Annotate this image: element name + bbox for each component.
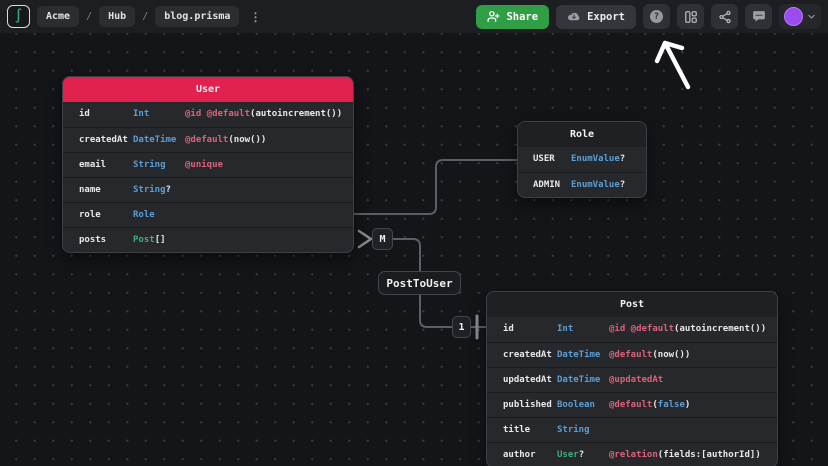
field-attributes: @id @default(autoincrement()) [609, 324, 767, 334]
graph-branch-button[interactable] [711, 4, 738, 29]
edge-user-role [354, 159, 517, 215]
avatar [784, 7, 803, 26]
field-row: createdAt DateTime @default(now()) [63, 127, 353, 152]
layout-view-button[interactable] [677, 4, 704, 29]
field-type: Boolean [557, 400, 595, 410]
field-attributes: @updatedAt [609, 375, 664, 385]
app-logo[interactable]: ∫ [7, 5, 30, 28]
field-type: User? [557, 450, 585, 460]
field-name: title [503, 425, 531, 435]
model-title: Role [518, 122, 646, 147]
export-button[interactable]: Export [556, 4, 636, 29]
account-menu-button[interactable] [779, 4, 821, 29]
field-row: title String [487, 417, 777, 442]
field-type: DateTime [133, 135, 177, 145]
breadcrumb-project[interactable]: Hub [99, 6, 136, 27]
field-name: createdAt [79, 135, 128, 145]
breadcrumb-org[interactable]: Acme [37, 6, 80, 27]
logo-glyph-icon: ∫ [14, 9, 23, 24]
field-name: USER [533, 154, 555, 164]
field-name: role [79, 210, 101, 220]
field-type: Int [557, 324, 574, 334]
field-row: updatedAt DateTime @updatedAt [487, 367, 777, 392]
share-network-icon [718, 10, 731, 23]
model-table-role[interactable]: Role USER EnumValue? ADMIN EnumValue? [517, 121, 647, 198]
field-type: Role [133, 210, 155, 220]
breadcrumb-separator: / [142, 11, 149, 22]
field-row: ADMIN EnumValue? [518, 172, 646, 197]
field-type: String [133, 160, 166, 170]
field-type: DateTime [557, 350, 601, 360]
help-button[interactable]: ? [643, 4, 670, 29]
field-type: Post[] [133, 235, 166, 245]
field-row: id Int @id @default(autoincrement()) [63, 102, 353, 127]
comments-button[interactable] [745, 4, 772, 29]
field-name: name [79, 185, 101, 195]
many-badge-label: M [379, 233, 386, 245]
field-attributes: @unique [185, 160, 223, 170]
breadcrumb-separator: / [86, 11, 93, 22]
cardinality-one-badge: 1 [452, 316, 471, 338]
field-row: createdAt DateTime @default(now()) [487, 342, 777, 367]
user-plus-icon [487, 10, 501, 23]
field-name: id [503, 324, 514, 334]
many-chevron-icon [357, 229, 373, 249]
help-icon: ? [650, 10, 663, 23]
field-attributes: @default(now()) [609, 350, 691, 360]
field-attributes: @id @default(autoincrement()) [185, 109, 343, 119]
kebab-menu-icon[interactable]: ⋮ [249, 9, 262, 24]
field-attributes: @default(false) [609, 400, 691, 410]
field-name: email [79, 160, 107, 170]
cloud-download-icon [568, 12, 580, 21]
field-row: name String? [63, 177, 353, 202]
field-row: published Boolean @default(false) [487, 392, 777, 417]
model-table-user[interactable]: User id Int @id @default(autoincrement()… [62, 76, 354, 253]
field-name: posts [79, 235, 107, 245]
field-row: USER EnumValue? [518, 147, 646, 172]
field-row: id Int @id @default(autoincrement()) [487, 317, 777, 342]
cardinality-many-badge: M [372, 228, 393, 250]
top-toolbar: ∫ Acme / Hub / blog.prisma ⋮ Share Expor… [0, 0, 828, 33]
field-row: email String @unique [63, 152, 353, 177]
one-badge-label: 1 [458, 321, 465, 333]
model-title: User [63, 77, 353, 102]
model-table-post[interactable]: Post id Int @id @default(autoincrement()… [486, 291, 778, 466]
field-name: ADMIN [533, 180, 561, 190]
field-type: String [557, 425, 590, 435]
field-name: author [503, 450, 536, 460]
share-button[interactable]: Share [476, 4, 550, 29]
comment-bubble-icon [752, 10, 765, 22]
field-attributes: @default(now()) [185, 135, 267, 145]
breadcrumb-file[interactable]: blog.prisma [155, 6, 240, 27]
field-row: role Role [63, 202, 353, 227]
field-name: createdAt [503, 350, 552, 360]
field-name: id [79, 109, 90, 119]
share-button-label: Share [506, 10, 539, 23]
field-type: DateTime [557, 375, 601, 385]
chevron-down-icon [808, 14, 815, 19]
field-name: updatedAt [503, 375, 552, 385]
layout-panels-icon [684, 10, 697, 23]
field-row: posts Post[] [63, 227, 353, 252]
relation-label-posttouser[interactable]: PostToUser [378, 271, 461, 295]
field-type: Int [133, 109, 150, 119]
model-title: Post [487, 292, 777, 317]
field-name: published [503, 400, 552, 410]
relation-label-text: PostToUser [386, 276, 453, 290]
field-attributes: @relation(fields:[authorId]) [609, 450, 761, 460]
field-type: EnumValue? [571, 154, 626, 164]
field-row: author User? @relation(fields:[authorId]… [487, 442, 777, 466]
export-button-label: Export [587, 10, 625, 23]
field-type: EnumValue? [571, 180, 626, 190]
field-type: String? [133, 185, 171, 195]
